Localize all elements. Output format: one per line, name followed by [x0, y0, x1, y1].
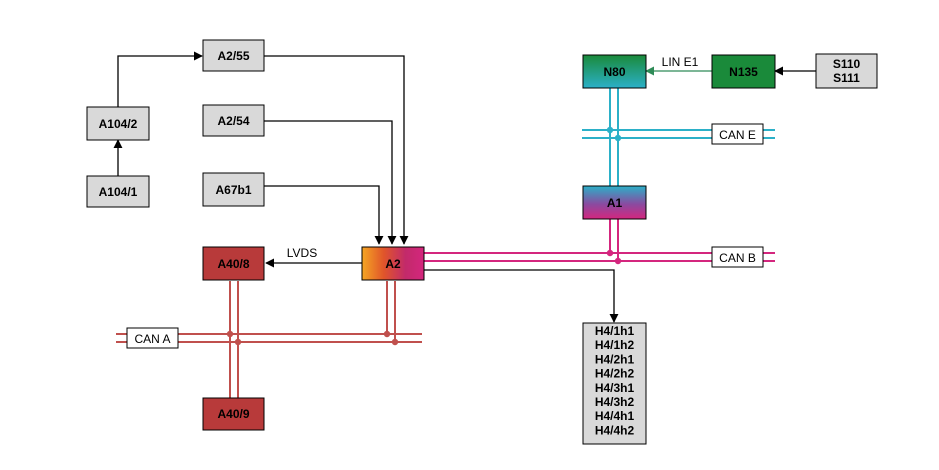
node-a40-8: A40/8 [202, 246, 265, 281]
can-a-junction [383, 330, 391, 338]
node-n135: N135 [711, 54, 776, 89]
can-a-junction [391, 338, 399, 346]
h4-list: H4/1h1H4/1h2H4/2h1H4/2h2H4/3h1H4/3h2H4/4… [595, 324, 635, 437]
arrow-a104-2-to-a2-55 [117, 51, 203, 107]
bus-label-can-b: CAN B [711, 246, 764, 268]
bus-label-can-e: CAN E [711, 123, 764, 145]
label-s110: S110 [833, 57, 861, 71]
label-lvds: LVDS [287, 246, 317, 260]
bus-label-can-a: CAN A [126, 327, 179, 349]
can-a-junction [234, 338, 242, 346]
label-h4-item: H4/3h1 [595, 381, 635, 395]
arrow-a67b1-to-a2 [264, 185, 384, 245]
label-h4-item: H4/2h1 [595, 352, 635, 366]
label-a104-1: A104/1 [99, 185, 138, 199]
can-e-junction [614, 134, 622, 142]
node-a2-54: A2/54 [202, 104, 265, 137]
node-a104-2: A104/2 [86, 106, 150, 141]
can-e-junction [606, 126, 614, 134]
label-a1: A1 [607, 196, 623, 210]
node-a2: A2 [361, 246, 425, 281]
arrow-a2-55-to-a2 [264, 55, 409, 245]
can-b-junction [614, 257, 622, 265]
node-a104-1: A104/1 [86, 175, 150, 208]
label-a2: A2 [385, 257, 401, 271]
node-a1: A1 [582, 185, 647, 220]
node-s110-s111: S110 S111 [815, 53, 878, 89]
node-a2-55: A2/55 [202, 39, 265, 72]
node-a40-9: A40/9 [202, 397, 265, 431]
label-can-e: CAN E [719, 128, 756, 142]
label-h4-item: H4/2h2 [595, 367, 635, 381]
label-can-b: CAN B [719, 251, 756, 265]
label-h4-item: H4/4h1 [595, 409, 635, 423]
arrow-a2-54-to-a2 [264, 120, 397, 245]
label-h4-item: H4/1h2 [595, 338, 635, 352]
label-s111: S111 [833, 71, 860, 85]
node-a67b1: A67b1 [202, 172, 265, 207]
label-n80: N80 [603, 65, 625, 79]
label-lin-e1: LIN E1 [662, 55, 699, 69]
label-a40-8: A40/8 [217, 257, 249, 271]
label-h4-item: H4/4h2 [595, 423, 635, 437]
node-h4-group: H4/1h1H4/1h2H4/2h1H4/2h2H4/3h1H4/3h2H4/4… [582, 322, 647, 445]
arrow-a2-to-h4 [424, 269, 619, 323]
label-n135: N135 [729, 65, 758, 79]
can-a-junction [226, 330, 234, 338]
label-a104-2: A104/2 [99, 117, 138, 131]
label-can-a: CAN A [134, 332, 170, 346]
node-n80: N80 [582, 54, 647, 89]
label-a2-54: A2/54 [217, 114, 249, 128]
can-a-bus [116, 281, 422, 398]
label-h4-item: H4/3h2 [595, 395, 635, 409]
label-a2-55: A2/55 [217, 49, 249, 63]
label-h4-item: H4/1h1 [595, 324, 635, 338]
can-b-junction [606, 249, 614, 257]
label-a67b1: A67b1 [215, 183, 251, 197]
signal-lines [113, 51, 816, 323]
label-a40-9: A40/9 [217, 407, 249, 421]
